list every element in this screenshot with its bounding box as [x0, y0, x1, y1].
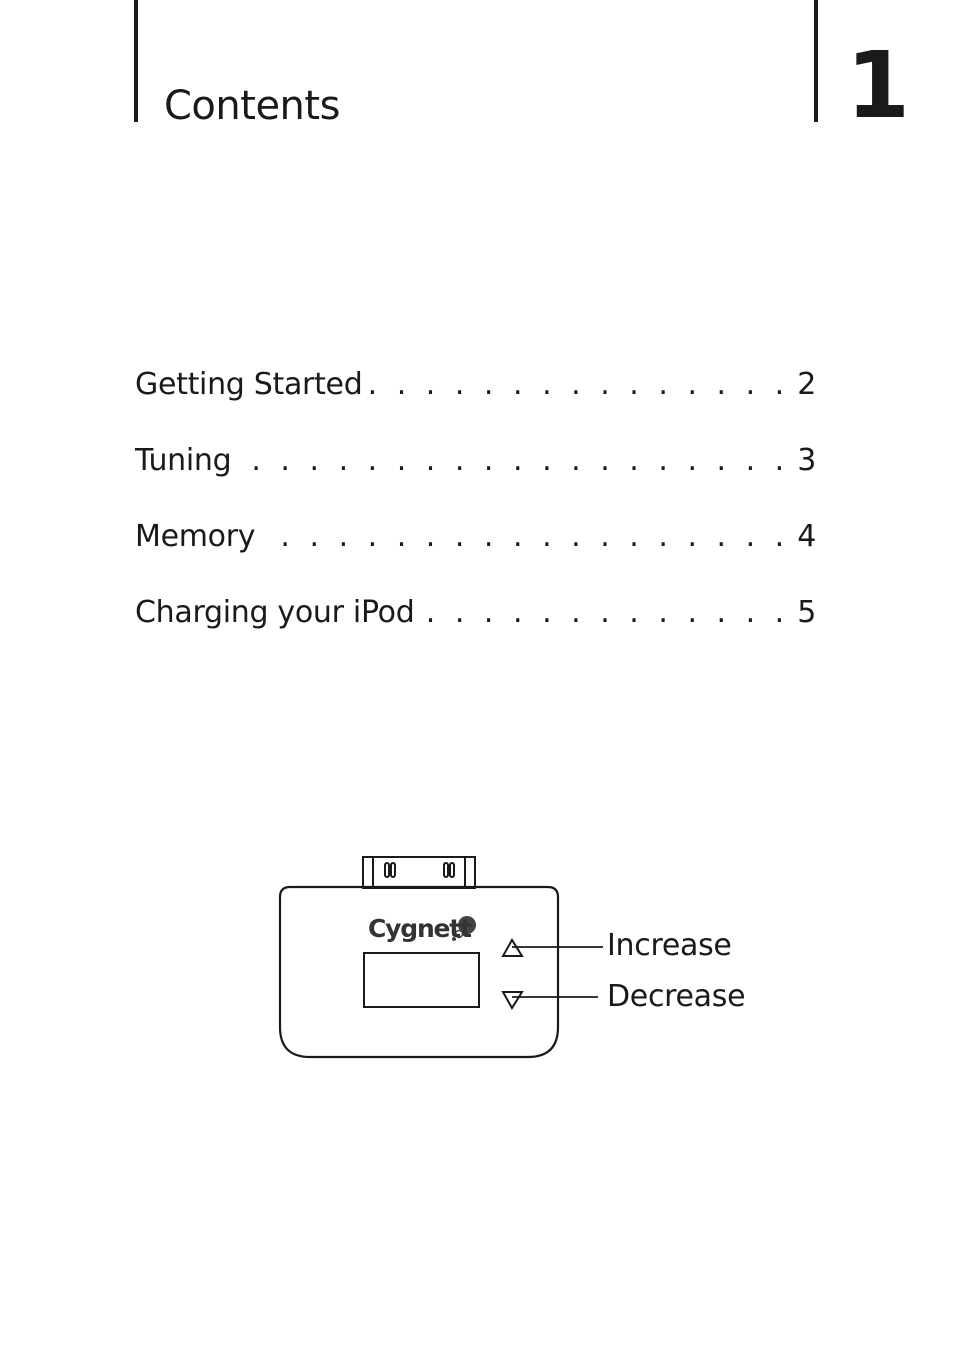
device-display [363, 952, 480, 1008]
toc-leader-dots: . . . . . . . . . . . . . . . . . . . . … [422, 595, 790, 630]
toc-entry-page: 4 [797, 519, 816, 554]
toc-entry-label: Tuning [135, 443, 232, 478]
toc-entry-memory[interactable]: Memory . . . . . . . . . . . . . . . . .… [135, 512, 816, 588]
toc-entry-page: 3 [797, 443, 816, 478]
increase-triangle-icon [501, 938, 603, 957]
toc-entry-label: Charging your iPod [135, 595, 415, 630]
toc-leader-dots: . . . . . . . . . . . . . . . . . . . . … [370, 367, 790, 402]
chapter-number: 1 [846, 32, 911, 139]
dock-connector [362, 856, 476, 889]
toc-entry-label: Getting Started [135, 367, 363, 402]
page-title: Contents [164, 83, 340, 129]
toc-entry-page: 5 [797, 595, 816, 630]
header-right-rule [814, 0, 818, 122]
toc-entry-getting-started[interactable]: Getting Started . . . . . . . . . . . . … [135, 360, 816, 436]
toc-entry-tuning[interactable]: Tuning . . . . . . . . . . . . . . . . .… [135, 436, 816, 512]
toc-leader-dots: . . . . . . . . . . . . . . . . . . . . … [239, 443, 790, 478]
device-illustration [278, 856, 603, 1059]
decrease-label: Decrease [607, 979, 746, 1014]
table-of-contents: Getting Started . . . . . . . . . . . . … [135, 360, 816, 664]
toc-leader-dots: . . . . . . . . . . . . . . . . . . . . … [263, 519, 790, 554]
toc-entry-charging[interactable]: Charging your iPod . . . . . . . . . . .… [135, 588, 816, 664]
decrease-triangle-icon [501, 991, 598, 1010]
toc-entry-label: Memory [135, 519, 256, 554]
increase-label: Increase [607, 928, 732, 963]
toc-entry-page: 2 [797, 367, 816, 402]
device-diagram: Cygnett Increase Decrease [260, 840, 780, 1080]
header-left-rule [134, 0, 138, 122]
device-body [278, 885, 560, 1059]
brand-logo-text: Cygnett [368, 914, 472, 943]
brand-dot-icon [452, 916, 476, 941]
